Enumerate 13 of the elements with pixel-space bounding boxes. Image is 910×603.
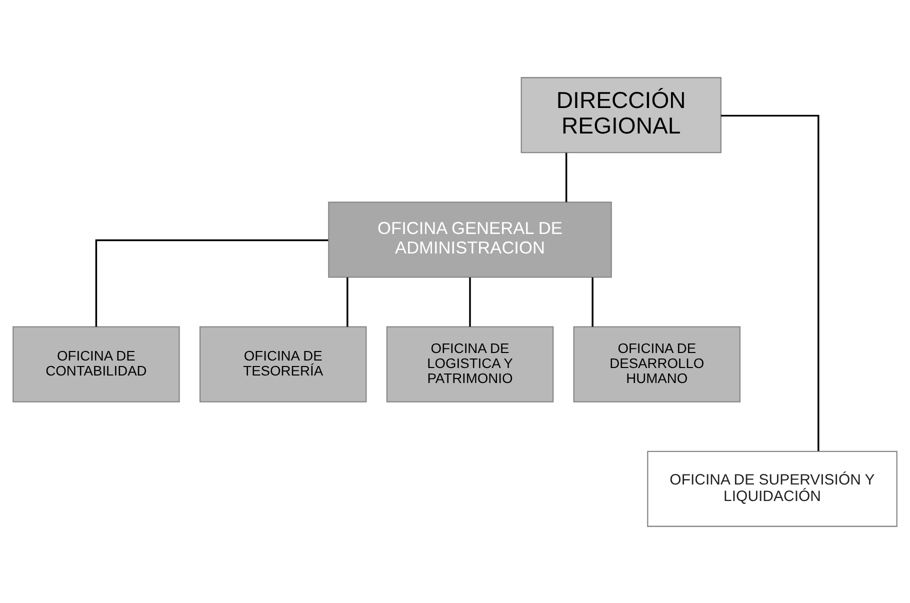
node-box: OFICINA DE CONTABILIDAD [12,326,180,402]
node-box: OFICINA GENERAL DE ADMINISTRACION [328,201,612,278]
connector [95,238,328,326]
connector [469,276,471,326]
connector [565,152,568,202]
node-box: OFICINA DE SUPERVISIÓN Y LIQUIDACIÓN [647,450,898,526]
connector [346,276,348,326]
node-box: OFICINA DE TESORERÍA [199,326,367,402]
node-box: OFICINA DE DESARROLLO HUMANO [573,326,741,402]
connector [592,276,594,326]
node-box: DIRECCIÓN REGIONAL [520,76,722,153]
node-box: OFICINA DE LOGISTICA Y PATRIMONIO [386,326,554,402]
connector [720,114,820,451]
